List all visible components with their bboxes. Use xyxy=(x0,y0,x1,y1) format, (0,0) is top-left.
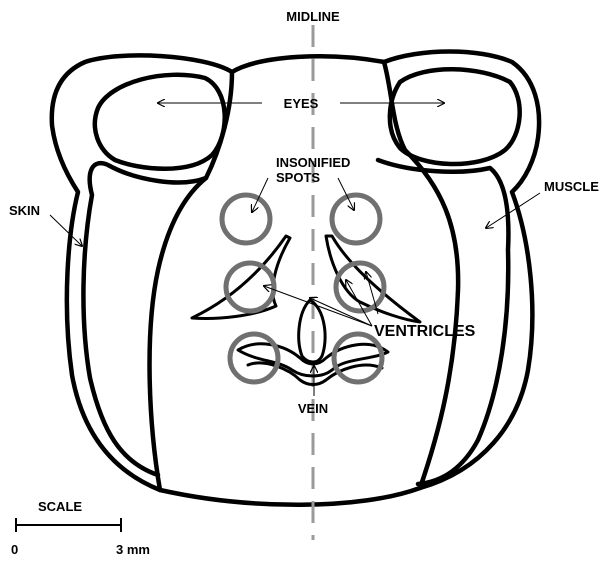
skin-arrow xyxy=(50,215,82,246)
left-skin-inner xyxy=(83,163,206,475)
right-eye xyxy=(390,69,520,164)
right-skin-outer xyxy=(384,52,539,489)
insonified-label-line1: INSONIFIED xyxy=(276,155,350,170)
scale-title: SCALE xyxy=(38,499,82,514)
ventricles-arrow-3 xyxy=(346,280,372,326)
muscle-label: MUSCLE xyxy=(544,179,599,194)
insonified-spot-lower-right xyxy=(334,334,382,382)
ventricles-arrow-1 xyxy=(264,286,372,326)
scale-end-label: 3 mm xyxy=(116,542,150,557)
ventricles-label: VENTRICLES xyxy=(374,323,476,340)
left-skin-outer xyxy=(52,55,232,490)
insonified-spot-upper-left xyxy=(222,195,270,243)
left-eye xyxy=(95,75,225,169)
insonified-label-line2: SPOTS xyxy=(276,170,320,185)
vein-label: VEIN xyxy=(298,401,328,416)
midline-label: MIDLINE xyxy=(286,9,340,24)
scale-start-label: 0 xyxy=(11,542,18,557)
skin-label: SKIN xyxy=(9,203,40,218)
eyes-label: EYES xyxy=(284,96,319,111)
left-lateral-ventricle xyxy=(192,236,290,319)
insonified-spot-upper-right xyxy=(332,195,380,243)
brain-outline xyxy=(150,56,459,504)
